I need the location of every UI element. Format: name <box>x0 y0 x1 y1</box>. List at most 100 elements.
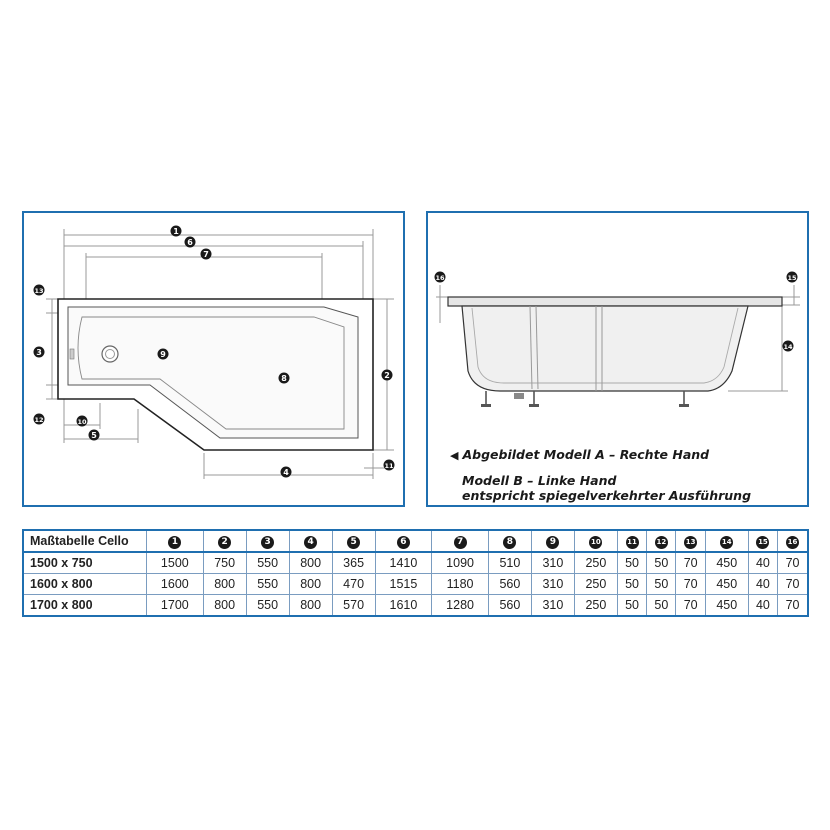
col-header: 1 <box>146 529 204 553</box>
table-cell: 250 <box>573 594 618 617</box>
table-cell: 560 <box>487 573 532 595</box>
table-cell: 800 <box>288 594 333 617</box>
table-cell: 1280 <box>431 594 489 617</box>
table-cell: 1410 <box>374 551 433 574</box>
marker-5 <box>88 429 100 441</box>
marker-3-label: 3 <box>36 348 42 357</box>
col-header: 13 <box>675 529 706 553</box>
row-label: 1600 x 800 <box>22 573 147 595</box>
col-header: 6 <box>374 529 433 553</box>
col-header: 9 <box>530 529 575 553</box>
table-cell: 450 <box>704 573 749 595</box>
row-label: 1700 x 800 <box>22 594 147 617</box>
table-cell: 1500 <box>146 551 204 574</box>
table-cell: 550 <box>245 573 290 595</box>
table-cell: 310 <box>530 551 575 574</box>
table-cell: 510 <box>487 551 532 574</box>
col-header: 11 <box>616 529 648 553</box>
table-cell: 70 <box>675 573 706 595</box>
table-cell: 1180 <box>431 573 489 595</box>
table-cell: 365 <box>331 551 376 574</box>
table-cell: 570 <box>331 594 376 617</box>
table-cell: 800 <box>288 573 333 595</box>
row-label: 1500 x 750 <box>22 551 147 574</box>
marker-6-label: 6 <box>187 238 193 247</box>
marker-13 <box>33 284 45 296</box>
table-cell: 250 <box>573 573 618 595</box>
table-cell: 50 <box>616 551 648 574</box>
table-cell: 50 <box>616 573 648 595</box>
col-header: 10 <box>573 529 618 553</box>
caption-model-a: ◀Abgebildet Modell A – Rechte Hand <box>450 447 710 462</box>
marker-10-label: 10 <box>77 418 87 426</box>
table-cell: 1700 <box>146 594 204 617</box>
table-cell: 1090 <box>431 551 489 574</box>
marker-3 <box>33 346 45 358</box>
marker-12 <box>33 413 45 425</box>
marker-10 <box>76 415 88 427</box>
marker-16 <box>434 271 446 283</box>
top-view-panel: 1 6 7 9 8 2 3 13 12 10 5 4 11 <box>22 211 405 507</box>
table-cell: 310 <box>530 573 575 595</box>
table-cell: 50 <box>616 594 648 617</box>
table-cell: 750 <box>202 551 247 574</box>
col-header: 14 <box>704 529 749 553</box>
marker-13-label: 13 <box>34 287 43 295</box>
marker-1-label: 1 <box>173 227 179 236</box>
col-header: 12 <box>646 529 677 553</box>
table-cell: 50 <box>646 551 677 574</box>
col-header: 2 <box>202 529 247 553</box>
marker-9 <box>157 348 169 360</box>
table-cell: 450 <box>704 594 749 617</box>
marker-9-label: 9 <box>160 350 166 359</box>
col-header: 3 <box>245 529 290 553</box>
table-cell: 1610 <box>374 594 433 617</box>
marker-14-label: 14 <box>783 343 793 351</box>
marker-2 <box>381 369 393 381</box>
marker-14 <box>782 340 794 352</box>
marker-4 <box>280 466 292 478</box>
marker-16-label: 16 <box>435 274 445 282</box>
table-cell: 70 <box>777 573 809 595</box>
marker-5-label: 5 <box>91 431 97 440</box>
side-view-drawing: 16 15 14 <box>434 271 800 407</box>
marker-2-label: 2 <box>384 371 390 380</box>
table-cell: 800 <box>202 594 247 617</box>
marker-11-label: 11 <box>384 462 394 470</box>
top-view-drawing: 1 6 7 9 8 2 3 13 12 10 5 4 11 <box>33 225 395 479</box>
caption-model-b: Modell B – Linke Hand <box>462 473 617 488</box>
side-view-panel: 16 15 14 ◀Abgebildet Modell A – Rechte H… <box>426 211 809 507</box>
marker-15 <box>786 271 798 283</box>
table-cell: 40 <box>747 551 779 574</box>
table-title: Maßtabelle Cello <box>22 529 147 553</box>
col-header: 4 <box>288 529 333 553</box>
table-cell: 550 <box>245 594 290 617</box>
table-cell: 70 <box>675 551 706 574</box>
marker-8 <box>278 372 290 384</box>
marker-4-label: 4 <box>283 468 289 477</box>
table-cell: 40 <box>747 594 779 617</box>
table-cell: 70 <box>675 594 706 617</box>
table-cell: 550 <box>245 551 290 574</box>
marker-11 <box>383 459 395 471</box>
table-cell: 70 <box>777 551 809 574</box>
table-cell: 470 <box>331 573 376 595</box>
col-header: 7 <box>431 529 489 553</box>
col-header: 5 <box>331 529 376 553</box>
marker-8-label: 8 <box>281 374 287 383</box>
table-cell: 800 <box>288 551 333 574</box>
table-cell: 50 <box>646 594 677 617</box>
left-triangle-icon: ◀ <box>450 449 459 462</box>
marker-7 <box>200 248 212 260</box>
caption-mirror: entspricht spiegelverkehrter Ausführung <box>462 488 752 503</box>
table-cell: 70 <box>777 594 809 617</box>
dimension-table: Maßtabelle Cello 1 2 3 4 5 6 7 8 9 10 11… <box>22 529 809 617</box>
marker-1 <box>170 225 182 237</box>
marker-12-label: 12 <box>34 416 43 424</box>
table-header-row: Maßtabelle Cello 1 2 3 4 5 6 7 8 9 10 11… <box>22 529 809 553</box>
table-cell: 50 <box>646 573 677 595</box>
marker-6 <box>184 236 196 248</box>
